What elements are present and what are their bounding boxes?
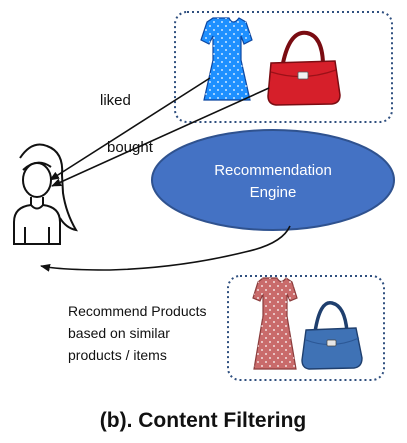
handbag-icon	[267, 30, 341, 106]
liked-label: liked	[100, 92, 131, 109]
dress-icon	[200, 17, 253, 101]
user-icon	[13, 143, 78, 245]
handbag-icon	[301, 301, 363, 370]
figure-caption: (b). Content Filtering	[100, 409, 306, 432]
engine-label-line2: Engine	[250, 184, 297, 201]
bought-label: bought	[107, 139, 154, 156]
liked-arrow	[49, 77, 211, 181]
liked-items-box	[174, 11, 393, 123]
recommend-text-line1: Recommend Products	[68, 303, 207, 319]
bought-arrow	[51, 87, 270, 187]
recommendation-engine	[151, 129, 395, 231]
dress-icon	[252, 277, 298, 370]
return-arrow	[40, 225, 291, 272]
engine-label-line1: Recommendation	[214, 162, 332, 179]
recommend-text-line2: based on similar	[68, 325, 170, 341]
recommended-items-box	[227, 275, 385, 381]
recommend-text-line3: products / items	[68, 347, 167, 363]
